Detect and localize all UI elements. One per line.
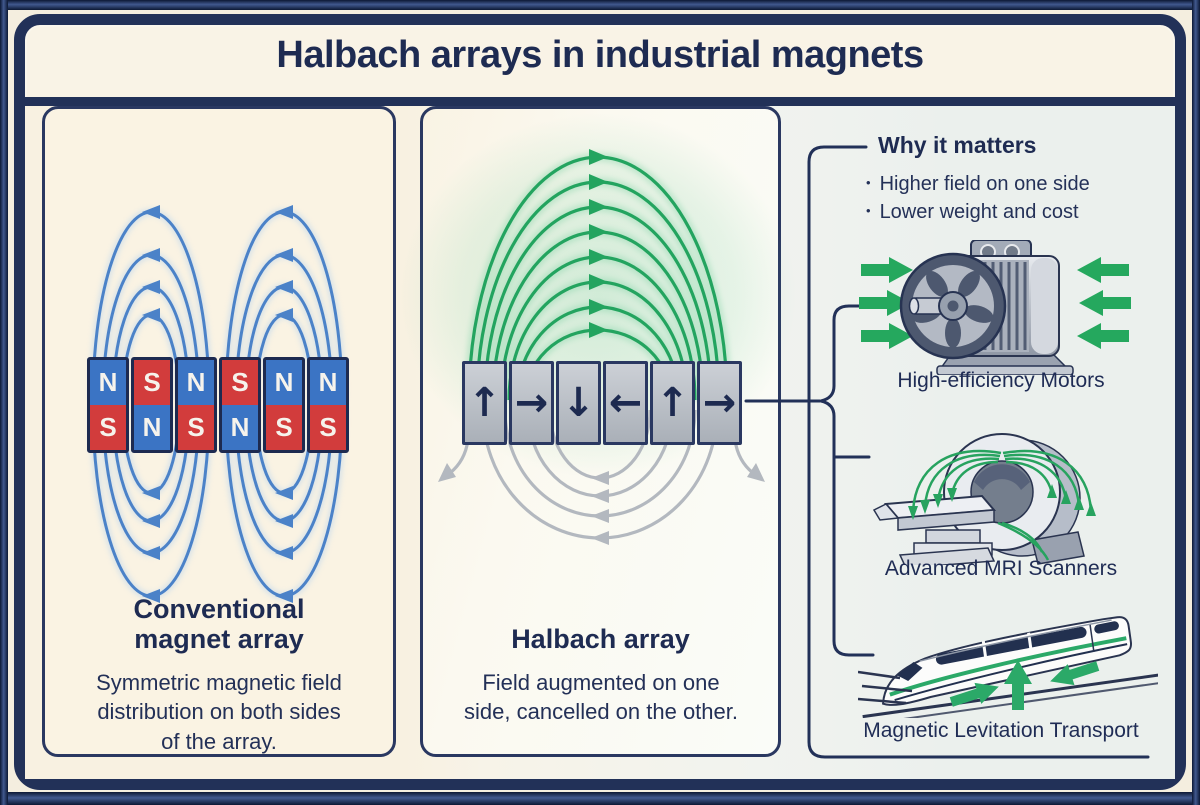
pole-label: N [134, 405, 170, 450]
top-edge-bar [0, 0, 1200, 10]
pole-label: N [90, 360, 126, 405]
halbach-block-4: ← [603, 361, 648, 445]
halbach-description: Field augmented on one side, cancelled o… [464, 670, 738, 725]
pole-label: N [310, 360, 346, 405]
halbach-block-6: → [697, 361, 742, 445]
left-edge-bar [0, 0, 8, 805]
halbach-block-3: ↓ [556, 361, 601, 445]
levitation-arrows [949, 660, 1100, 710]
pole-label: N [178, 360, 214, 405]
mri-field-arrowheads [908, 484, 1096, 520]
pole-label: N [266, 360, 302, 405]
bullet-item: Higher field on one side [866, 171, 1090, 199]
pole-label: S [222, 360, 258, 405]
speed-lines [858, 670, 913, 705]
maglev-label: Magnetic Levitation Transport [863, 719, 1139, 742]
pole-label: N [222, 405, 258, 450]
mri-table [872, 494, 997, 565]
pole-label: S [134, 360, 170, 405]
conventional-description: Symmetric magnetic field distribution on… [96, 670, 342, 754]
motor-field-arrows [859, 257, 1131, 349]
magnet-3: N S [175, 357, 217, 453]
magnet-2: S N [131, 357, 173, 453]
pole-label: S [266, 405, 302, 450]
maglev-train-icon [858, 616, 1158, 718]
magnet-5: N S [263, 357, 305, 453]
motors-label: High-efficiency Motors [897, 369, 1105, 392]
mri-field-lines [911, 449, 1093, 561]
bottom-edge-bar [0, 792, 1200, 805]
mri-label: Advanced MRI Scanners [884, 557, 1118, 580]
halbach-block-2: → [509, 361, 554, 445]
halbach-block-5: ↑ [650, 361, 695, 445]
pole-label: S [90, 405, 126, 450]
magnet-6: N S [307, 357, 349, 453]
title-divider [25, 97, 1175, 106]
halbach-block-1: ↑ [462, 361, 507, 445]
why-it-matters-heading: Why it matters [878, 132, 1037, 158]
bullet-item: Lower weight and cost [866, 199, 1090, 227]
pole-label: S [310, 405, 346, 450]
pole-label: S [178, 405, 214, 450]
halbach-heading: Halbach array [511, 624, 690, 654]
magnet-1: N S [87, 357, 129, 453]
conventional-heading: Conventional magnet array [133, 594, 305, 655]
mri-scanner-icon [872, 433, 1096, 565]
magnet-4: S N [219, 357, 261, 453]
right-edge-bar [1192, 0, 1200, 805]
electric-motor-icon [859, 240, 1131, 375]
page-title: Halbach arrays in industrial magnets [276, 34, 924, 76]
why-bullets: Higher field on one side Lower weight an… [866, 171, 1090, 227]
